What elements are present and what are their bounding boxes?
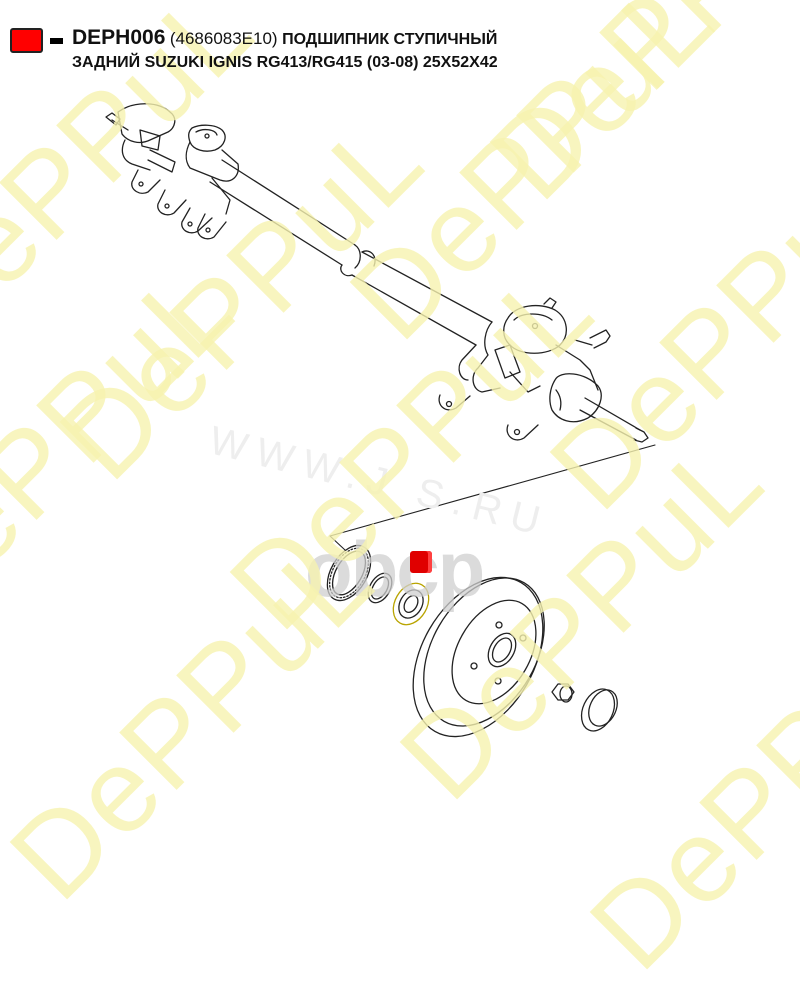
axle-exploded-diagram	[105, 103, 656, 738]
overlay-watermark: obcp	[305, 525, 485, 613]
brake-drum	[412, 576, 545, 738]
assembly-guide-line	[329, 444, 656, 537]
oem-number: (4686083E10)	[169, 29, 278, 48]
dust-cap	[580, 688, 618, 732]
legend-dash	[50, 38, 63, 44]
part-code: DEPH006	[72, 26, 166, 49]
axle-tube	[209, 159, 493, 346]
hub-bearing	[392, 582, 430, 626]
seal	[367, 572, 393, 604]
hub-nut	[551, 683, 575, 703]
right-knuckle	[438, 297, 649, 443]
tone-ring	[326, 544, 372, 602]
title-line-2: ЗАДНИЙ SUZUKI IGNIS RG413/RG415 (03-08) …	[72, 54, 498, 71]
left-knuckle	[105, 103, 239, 240]
legend-marker	[10, 28, 43, 53]
title-line-1: DEPH006 (4686083E10) ПОДШИПНИК СТУПИЧНЫЙ	[72, 26, 497, 50]
highlight-position-marker	[410, 551, 432, 573]
part-name: ПОДШИПНИК СТУПИЧНЫЙ	[282, 31, 498, 48]
